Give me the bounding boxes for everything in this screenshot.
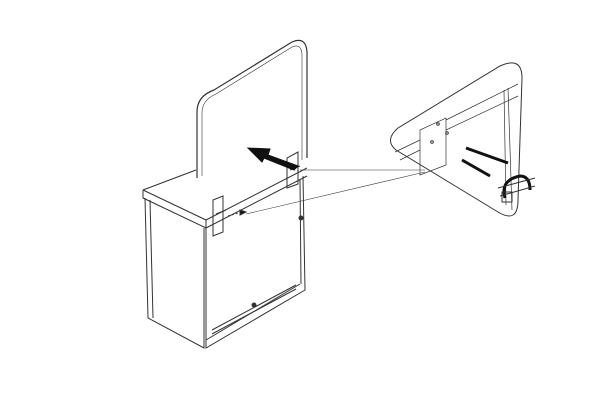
cabinet — [142, 167, 308, 349]
screw-head — [251, 302, 257, 308]
cabinet-top — [142, 167, 308, 229]
callout-lines — [245, 169, 426, 215]
clip-icon — [502, 174, 532, 199]
screw-head — [298, 215, 304, 221]
screw-icon — [465, 146, 509, 165]
detail-callout — [390, 62, 536, 217]
screw-icon — [461, 158, 491, 178]
arrow-small-icon — [227, 209, 248, 217]
arrow-large-icon — [246, 147, 299, 171]
clip-plate — [501, 191, 513, 203]
cabinet-back-rail — [211, 284, 297, 335]
mirror-panel — [196, 39, 308, 178]
cabinet-front — [144, 197, 205, 349]
bracket-left — [212, 195, 227, 237]
cabinet-side — [205, 175, 306, 349]
